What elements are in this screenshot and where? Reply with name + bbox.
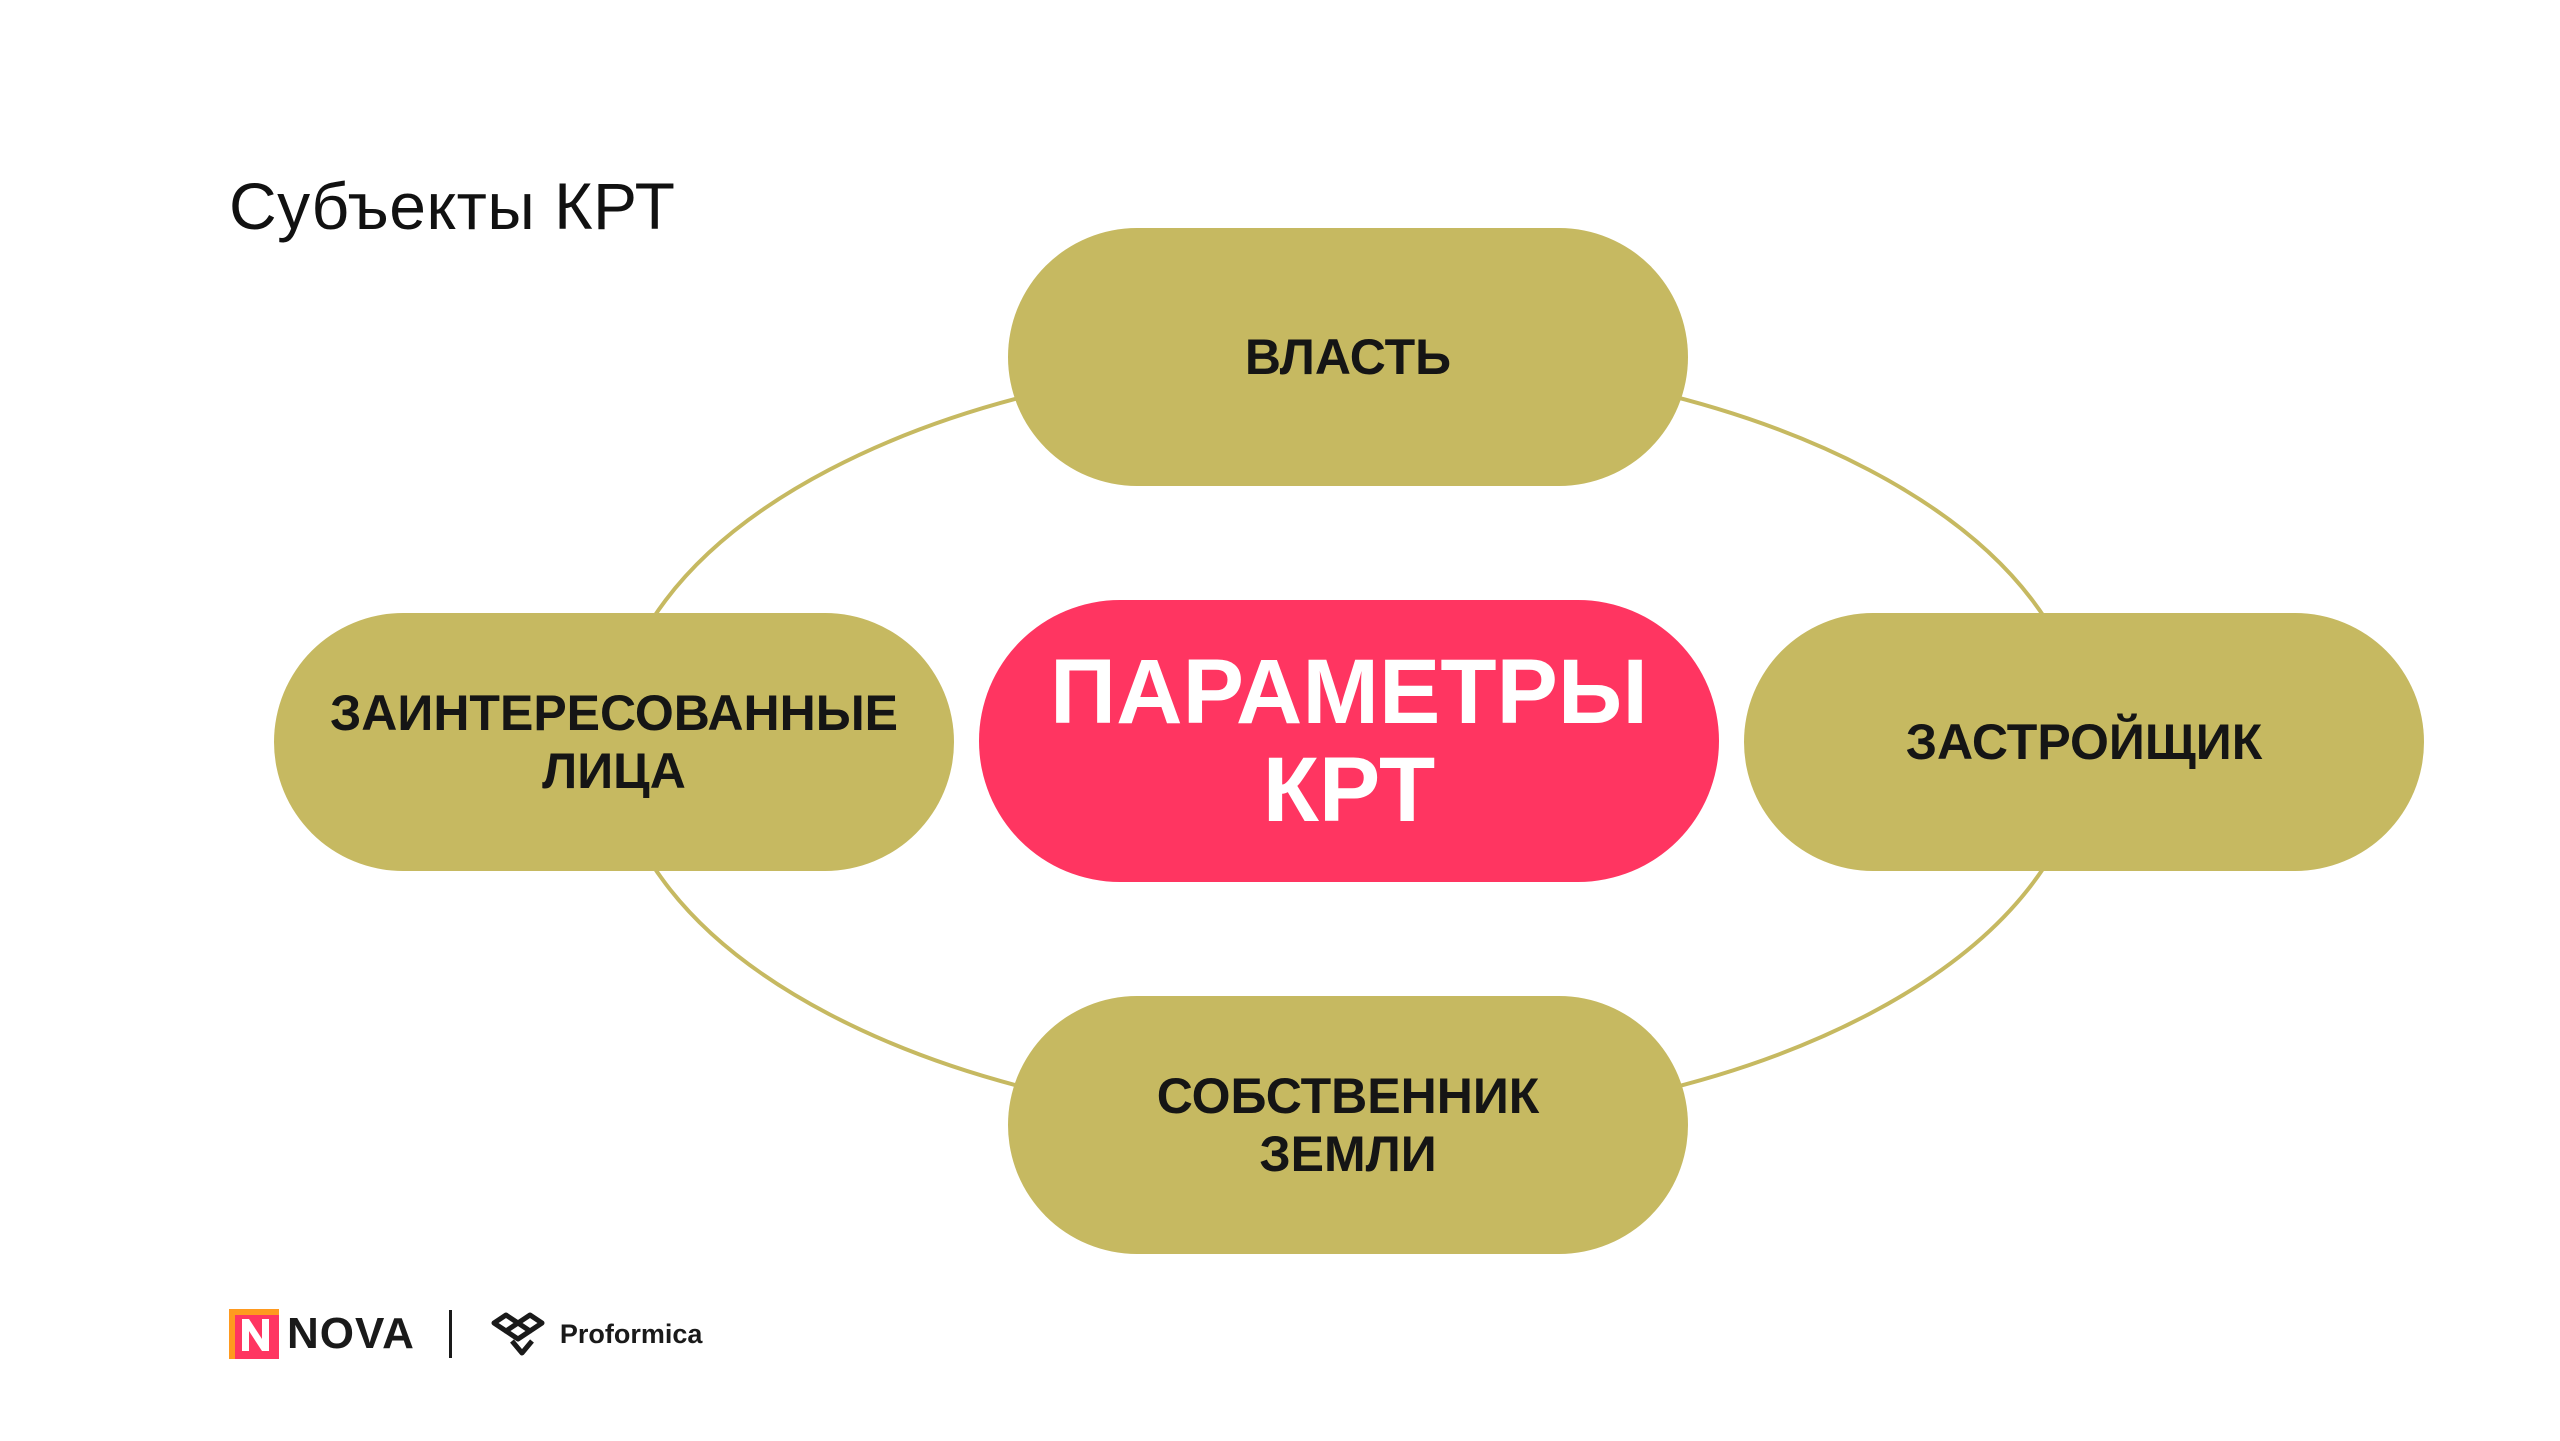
node-stakeholders-label: ЗАИНТЕРЕСОВАННЫЕ ЛИЦА <box>329 685 899 799</box>
node-developer-label: ЗАСТРОЙЩИК <box>1905 714 2263 770</box>
node-land-owner-label: СОБСТВЕННИК ЗЕМЛИ <box>1156 1068 1540 1182</box>
proformica-logo-icon <box>491 1312 545 1356</box>
footer-logos: NOVA Proformica <box>229 1306 702 1362</box>
footer-divider <box>448 1310 452 1358</box>
node-land-owner: СОБСТВЕННИК ЗЕМЛИ <box>1008 996 1688 1254</box>
nova-wordmark: NOVA <box>287 1309 415 1358</box>
node-vlast: ВЛАСТЬ <box>1008 228 1688 486</box>
center-node-label: ПАРАМЕТРЫ КРТ <box>1050 641 1648 841</box>
nova-logo-icon <box>229 1309 279 1359</box>
node-vlast-label: ВЛАСТЬ <box>1244 329 1452 385</box>
slide-title: Субъекты КРТ <box>229 169 676 243</box>
node-developer: ЗАСТРОЙЩИК <box>1744 613 2424 871</box>
node-stakeholders: ЗАИНТЕРЕСОВАННЫЕ ЛИЦА <box>274 613 954 871</box>
center-node-parameters: ПАРАМЕТРЫ КРТ <box>979 600 1719 882</box>
proformica-wordmark: Proformica <box>559 1318 703 1349</box>
